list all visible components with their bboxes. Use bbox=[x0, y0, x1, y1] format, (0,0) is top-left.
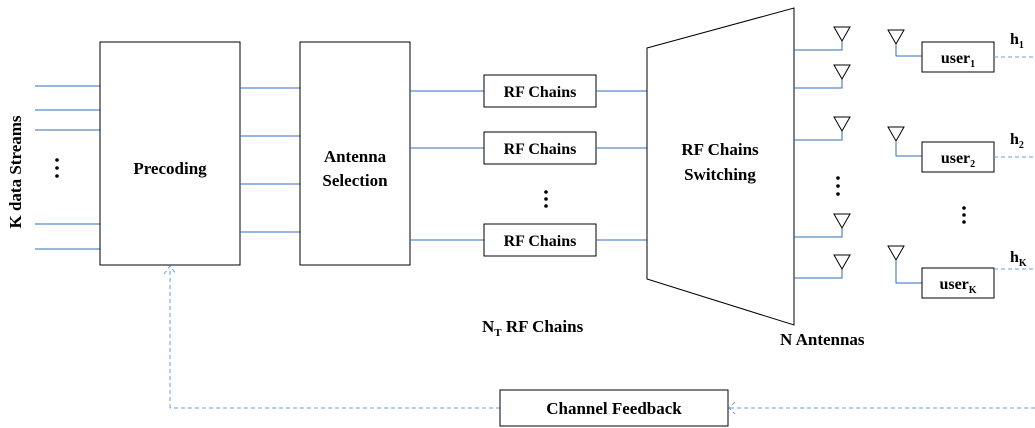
precoding-block bbox=[99, 41, 241, 266]
n-antennas-label: N Antennas bbox=[780, 330, 865, 349]
user-2: user2 h2 bbox=[887, 126, 1035, 173]
tx-antenna-icon bbox=[833, 254, 851, 271]
tx-antenna-icon bbox=[833, 26, 851, 43]
antenna-feeds bbox=[794, 40, 843, 279]
rx-antenna-icon bbox=[887, 126, 905, 143]
rf-chain-label: RF Chains bbox=[504, 84, 577, 101]
rf-chain-ellipsis bbox=[544, 190, 548, 208]
input-streams bbox=[35, 85, 100, 250]
user-k: userK hK bbox=[887, 245, 1035, 299]
k-streams-label: K data Streams bbox=[6, 115, 25, 228]
channel-label: hK bbox=[1010, 249, 1027, 269]
rf-chain-block bbox=[483, 74, 597, 108]
rf-chain-block bbox=[483, 223, 597, 257]
rf-chain-block bbox=[483, 131, 597, 165]
user-block bbox=[921, 41, 995, 73]
channel-label: h2 bbox=[1010, 131, 1024, 151]
rf-chains-count-label: NT RF Chains bbox=[482, 317, 584, 339]
rf-chain-label: RF Chains bbox=[504, 141, 577, 158]
user-1: user1 h1 bbox=[887, 29, 1035, 73]
rx-antenna-icon bbox=[887, 29, 905, 46]
user-label: user2 bbox=[941, 150, 975, 170]
antenna-selection-label-line1: Antenna bbox=[324, 147, 387, 166]
user-block bbox=[921, 267, 995, 299]
channel-feedback-block bbox=[499, 389, 729, 427]
tx-antenna-icon bbox=[833, 213, 851, 230]
rf-switching-label-line2: Switching bbox=[684, 165, 756, 184]
rf-switching-label-line1: RF Chains bbox=[681, 140, 759, 159]
selection-outputs bbox=[410, 90, 484, 241]
channel-feedback-label: Channel Feedback bbox=[546, 399, 682, 418]
user-ellipsis bbox=[962, 206, 966, 224]
precoding-outputs bbox=[240, 87, 300, 233]
tx-antenna-icon bbox=[833, 64, 851, 81]
antenna-ellipsis bbox=[836, 176, 840, 196]
antenna-selection-label-line2: Selection bbox=[322, 171, 388, 190]
feedback-path bbox=[163, 265, 1035, 415]
rf-switching-block bbox=[646, 7, 795, 326]
tx-antenna-icon bbox=[833, 116, 851, 133]
input-ellipsis bbox=[55, 158, 59, 178]
rf-chain-outputs bbox=[596, 90, 647, 241]
channel-label: h1 bbox=[1010, 31, 1024, 51]
precoding-label: Precoding bbox=[133, 159, 207, 178]
user-label: userK bbox=[939, 276, 976, 296]
antenna-selection-block bbox=[299, 41, 411, 266]
rf-chain-label: RF Chains bbox=[504, 233, 577, 250]
rx-antenna-icon bbox=[887, 245, 905, 262]
user-label: user1 bbox=[941, 50, 975, 70]
